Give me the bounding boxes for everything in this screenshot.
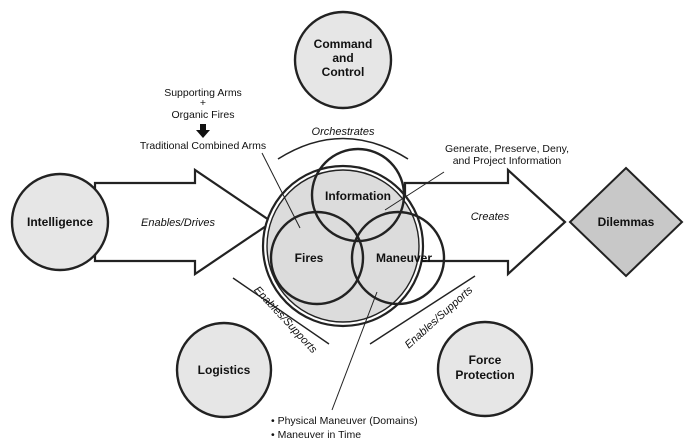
physical-maneuver-text: • Physical Maneuver (Domains) (271, 415, 418, 427)
command-and-control-label-3: Control (322, 65, 365, 79)
enables-supports-left-bracket (232, 277, 330, 345)
orchestrates-bracket (277, 137, 409, 160)
center-circle (266, 169, 420, 323)
dilemmas-node (568, 166, 684, 278)
force-protection-label-1: Force (469, 353, 502, 367)
information-leader (384, 171, 445, 211)
traditional-combined-arms-text: Traditional Combined Arms (140, 140, 266, 152)
information-circle (310, 147, 406, 243)
traditional-combined-arms-leader (261, 152, 301, 229)
maneuver-in-time-text: • Maneuver in Time (271, 429, 361, 441)
dilemmas-label: Dilemmas (598, 215, 655, 229)
generate-preserve-text: Generate, Preserve, Deny, (445, 143, 569, 155)
orchestrates-label: Orchestrates (312, 126, 375, 138)
force-protection-label-2: Protection (455, 368, 514, 382)
down-arrow-icon (196, 124, 210, 138)
organic-fires-text: Organic Fires (171, 109, 234, 121)
maneuver-label: Maneuver (376, 251, 432, 265)
intelligence-label: Intelligence (27, 215, 93, 229)
fires-circle (269, 210, 365, 306)
maneuver-leader (331, 291, 378, 411)
supporting-arms-text: Supporting Arms (164, 87, 242, 99)
creates-label: Creates (471, 211, 510, 223)
information-label: Information (325, 189, 391, 203)
intelligence-node (10, 172, 110, 272)
enables-supports-right-bracket (369, 275, 476, 345)
command-and-control-node (293, 10, 393, 110)
force-protection-node (436, 320, 534, 418)
maneuver-circle (350, 210, 446, 306)
enables-drives-label: Enables/Drives (141, 217, 215, 229)
enables-drives-arrow (93, 167, 274, 277)
fires-label: Fires (295, 251, 324, 265)
plus-text: + (200, 97, 206, 109)
logistics-label: Logistics (198, 363, 251, 377)
project-information-text: and Project Information (453, 155, 562, 167)
command-and-control-label-1: Command (314, 37, 373, 51)
command-and-control-label-2: and (332, 51, 353, 65)
logistics-node (175, 321, 273, 419)
